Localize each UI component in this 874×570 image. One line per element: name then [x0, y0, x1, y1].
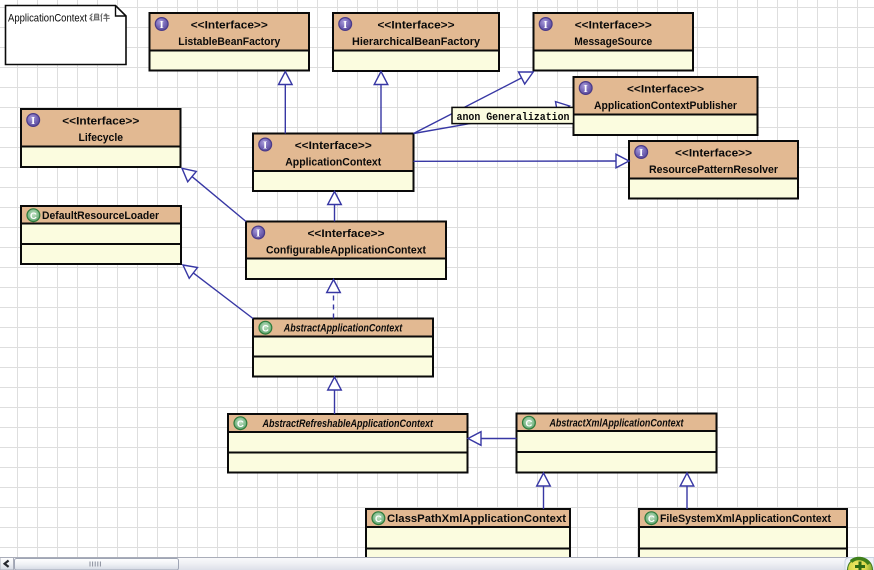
svg-text:<<Interface>>: <<Interface>>	[191, 20, 268, 32]
svg-text:HierarchicalBeanFactory: HierarchicalBeanFactory	[352, 36, 481, 48]
svg-text:I: I	[544, 19, 548, 31]
svg-text:C: C	[525, 418, 532, 429]
svg-text:ApplicationContextPublisher: ApplicationContextPublisher	[594, 100, 738, 112]
svg-text:<<Interface>>: <<Interface>>	[575, 20, 652, 32]
svg-text:I: I	[160, 19, 164, 31]
svg-text:ApplicationContext: ApplicationContext	[285, 156, 381, 168]
svg-text:I: I	[263, 140, 267, 152]
svg-text:I: I	[343, 19, 347, 31]
svg-text:MessageSource: MessageSource	[574, 36, 652, 48]
svg-text:C: C	[648, 514, 655, 525]
svg-text:ListableBeanFactory: ListableBeanFactory	[178, 36, 281, 48]
svg-text:anon Generalization: anon Generalization	[457, 112, 570, 124]
svg-text:<<Interface>>: <<Interface>>	[675, 148, 752, 160]
svg-text:I: I	[31, 115, 35, 127]
svg-text:I: I	[256, 228, 260, 240]
svg-text:C: C	[262, 323, 269, 334]
svg-text:C: C	[30, 211, 37, 222]
svg-text:I: I	[584, 83, 588, 95]
svg-text:ClassPathXmlApplicationContext: ClassPathXmlApplicationContext	[387, 513, 566, 525]
svg-text:ResourcePatternResolver: ResourcePatternResolver	[649, 164, 779, 176]
svg-text:AbstractXmlApplicationContext: AbstractXmlApplicationContext	[549, 418, 685, 430]
svg-text:AbstractRefreshableApplication: AbstractRefreshableApplicationContext	[262, 418, 434, 430]
svg-text:C: C	[237, 419, 244, 430]
svg-text:<<Interface>>: <<Interface>>	[627, 84, 704, 96]
svg-text:ApplicationContext: ApplicationContext	[8, 13, 87, 25]
svg-text:<<Interface>>: <<Interface>>	[378, 20, 455, 32]
svg-text:<<Interface>>: <<Interface>>	[295, 140, 372, 152]
svg-text:C: C	[375, 514, 382, 525]
svg-text:ConfigurableApplicationContext: ConfigurableApplicationContext	[266, 244, 426, 256]
svg-text:Lifecycle: Lifecycle	[79, 132, 124, 144]
svg-text:I: I	[639, 147, 643, 159]
svg-text:<<Interface>>: <<Interface>>	[308, 228, 385, 240]
svg-text:<<Interface>>: <<Interface>>	[62, 116, 139, 128]
svg-text:FileSystemXmlApplicationContex: FileSystemXmlApplicationContext	[660, 513, 831, 525]
svg-text:DefaultResourceLoader: DefaultResourceLoader	[42, 210, 160, 222]
svg-text:AbstractApplicationContext: AbstractApplicationContext	[283, 323, 403, 335]
